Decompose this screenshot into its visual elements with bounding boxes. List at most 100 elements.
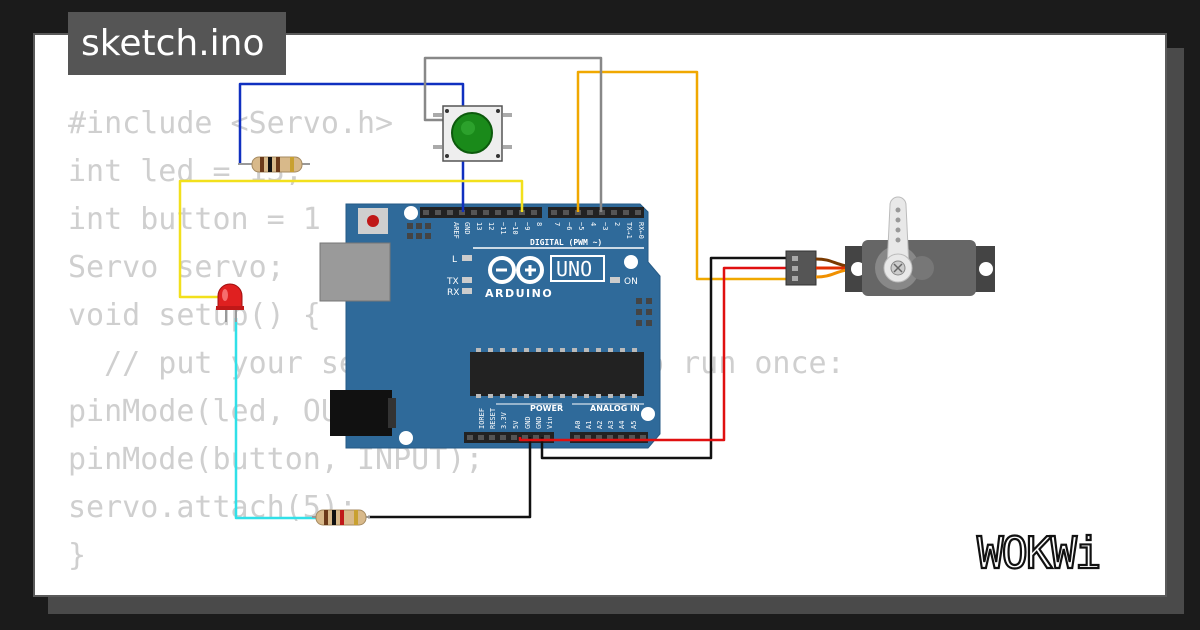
resistor-top[interactable]	[238, 156, 310, 173]
pin-hole[interactable]	[435, 210, 441, 215]
power-pin-label: RESET	[489, 407, 497, 429]
digital-pin-label: ~5	[577, 222, 585, 230]
wire-black-resistor[interactable]	[368, 437, 532, 519]
wokwi-logo-text: WOKWi	[977, 528, 1099, 579]
pin-hole[interactable]	[587, 210, 593, 215]
digital-pin-label: 7	[553, 222, 561, 226]
wire-orange[interactable]	[576, 70, 790, 281]
pin-hole[interactable]	[467, 435, 473, 440]
mount-hole	[624, 255, 638, 269]
pin-hole[interactable]	[489, 435, 495, 440]
mount-hole	[641, 407, 655, 421]
code-line: }	[68, 538, 87, 573]
pin-hole[interactable]	[596, 435, 602, 440]
pin-hole[interactable]	[471, 210, 477, 215]
digital-pin-label: ~9	[523, 222, 531, 230]
pin-hole[interactable]	[635, 210, 641, 215]
pin-hole[interactable]	[551, 210, 557, 215]
pin-hole[interactable]	[623, 210, 629, 215]
digital-pin-label: AREF	[452, 222, 460, 239]
digital-pin-label: 4	[589, 222, 597, 226]
power-pin-label: Vin	[546, 416, 554, 429]
mount-hole	[404, 206, 418, 220]
servo-motor[interactable]	[785, 196, 995, 296]
file-tab[interactable]: sketch.ino	[68, 12, 286, 75]
digital-pin-label: ~6	[565, 222, 573, 230]
uno-badge: UNO	[550, 255, 605, 282]
red-led[interactable]	[216, 283, 244, 322]
analog-pin-label: A3	[607, 421, 615, 429]
digital-pin-label: ~3	[601, 222, 609, 230]
pin-hole[interactable]	[519, 210, 525, 215]
push-button[interactable]	[433, 105, 512, 162]
wire-gray[interactable]	[423, 56, 603, 212]
reset-button[interactable]	[358, 208, 388, 234]
wire-cyan[interactable]	[234, 318, 318, 520]
pin-hole[interactable]	[611, 210, 617, 215]
digital-pin-label: TX→1	[625, 222, 633, 239]
pin-hole[interactable]	[599, 210, 605, 215]
pin-hole[interactable]	[544, 435, 550, 440]
code-line: #include <Servo.h>	[68, 106, 394, 141]
power-pin-label: 5V	[512, 420, 520, 429]
pin-hole[interactable]	[495, 210, 501, 215]
model-label: UNO	[556, 257, 592, 281]
pin-hole[interactable]	[607, 435, 613, 440]
pin-hole[interactable]	[618, 435, 624, 440]
pin-hole[interactable]	[500, 435, 506, 440]
digital-pin-label: RX←0	[637, 222, 645, 239]
digital-pin-holes	[423, 210, 641, 215]
wires	[178, 56, 790, 520]
pin-hole[interactable]	[483, 210, 489, 215]
code-line: Servo servo;	[68, 250, 285, 285]
resistor-bottom[interactable]	[312, 509, 370, 526]
pin-hole[interactable]	[522, 435, 528, 440]
digital-pin-label: 8	[535, 222, 543, 226]
usb-connector	[319, 242, 391, 302]
digital-pin-label: 2	[613, 222, 621, 226]
pin-hole[interactable]	[533, 435, 539, 440]
pin-hole[interactable]	[423, 210, 429, 215]
pin-hole[interactable]	[640, 435, 646, 440]
power-pin-label: GND	[524, 416, 532, 429]
pin-hole[interactable]	[459, 210, 465, 215]
microcontroller-chip	[470, 348, 644, 398]
digital-pin-label: GND	[463, 222, 471, 235]
icsp-header-right	[636, 298, 652, 326]
code-line: int button = 1	[68, 202, 321, 237]
tx-label: TX	[446, 277, 459, 287]
analog-pin-label: A0	[574, 421, 582, 429]
power-pin-label: GND	[535, 416, 543, 429]
led-l-label: L	[452, 255, 457, 265]
pin-hole[interactable]	[478, 435, 484, 440]
power-label: POWER	[530, 404, 563, 413]
digital-pin-label: 13	[475, 222, 483, 230]
analog-pin-label: A4	[618, 421, 626, 429]
pin-hole[interactable]	[575, 210, 581, 215]
pin-hole[interactable]	[629, 435, 635, 440]
brand-label: ARDUINO	[485, 287, 553, 300]
power-pin-label: IOREF	[478, 408, 486, 429]
digital-header	[420, 207, 644, 218]
servo-connector	[785, 250, 817, 286]
wire-yellow[interactable]	[178, 179, 524, 299]
rx-label: RX	[447, 288, 459, 298]
pin-hole[interactable]	[585, 435, 591, 440]
arduino-infinity-logo	[488, 256, 544, 284]
pin-hole[interactable]	[507, 210, 513, 215]
wire-black-servo[interactable]	[540, 256, 790, 460]
pin-hole[interactable]	[574, 435, 580, 440]
digital-pin-label: ~11	[499, 222, 507, 235]
pin-hole[interactable]	[563, 210, 569, 215]
mount-hole	[399, 431, 413, 445]
pin-hole[interactable]	[447, 210, 453, 215]
analog-pin-label: A5	[630, 421, 638, 429]
on-label: ON	[624, 277, 638, 287]
pin-hole[interactable]	[511, 435, 517, 440]
pin-hole[interactable]	[531, 210, 537, 215]
wire-red-servo[interactable]	[518, 266, 790, 442]
wire-blue[interactable]	[238, 82, 465, 212]
